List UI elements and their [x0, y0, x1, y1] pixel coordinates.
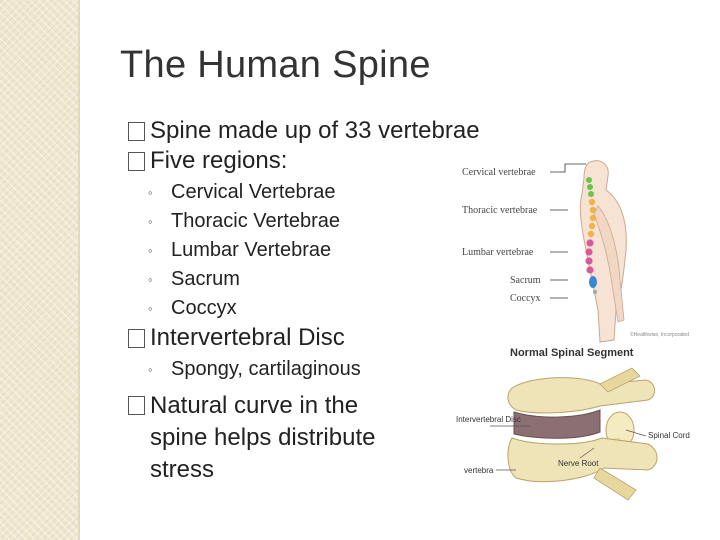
- bullet-text: Spine made up of 33 vertebrae: [150, 117, 480, 144]
- sub-bullet-thoracic: ◦ Thoracic Vertebrae: [128, 207, 548, 236]
- spine-illustration: Cervical vertebrae Thoracic vertebrae Lu…: [462, 160, 689, 343]
- sub-list-disc: ◦ Spongy, cartilaginous: [128, 355, 548, 384]
- lower-vertebra: [507, 437, 658, 483]
- label-lumbar: Lumbar vertebrae: [462, 247, 534, 258]
- bullet-text: Five regions:: [150, 147, 288, 174]
- circle-bullet-icon: ◦: [148, 362, 153, 377]
- label-thoracic: Thoracic vertebrae: [462, 205, 538, 216]
- sub-bullet-text: Coccyx: [171, 297, 237, 319]
- texture-divider: [78, 0, 80, 540]
- bullet-text: Natural curve in the spine helps distrib…: [150, 392, 376, 483]
- bullet-box-icon: [128, 329, 145, 348]
- label-nerve-root: Nerve Root: [558, 459, 599, 468]
- sub-bullet-text: Sacrum: [171, 268, 240, 290]
- sub-bullet-text: Lumbar Vertebrae: [171, 239, 332, 261]
- sub-bullet-spongy: ◦ Spongy, cartilaginous: [128, 355, 548, 384]
- circle-bullet-icon: ◦: [148, 272, 153, 287]
- label-intervertebral-disc-text: Intervertebral Disc: [456, 415, 521, 424]
- sub-list-regions: ◦ Cervical Vertebrae ◦ Thoracic Vertebra…: [128, 178, 548, 323]
- slide-title: The Human Spine: [120, 44, 431, 86]
- label-spinal-cord: Spinal Cord: [648, 431, 690, 440]
- decorative-texture-strip: [0, 0, 78, 540]
- lumbar-segment: [585, 239, 594, 274]
- bullet-spine-vertebrae: Spine made up of 33 vertebrae: [128, 116, 548, 146]
- sub-bullet-text: Spongy, cartilaginous: [171, 358, 361, 380]
- bullet-five-regions: Five regions:: [128, 146, 548, 176]
- sacrum-segment: [589, 276, 597, 288]
- circle-bullet-icon: ◦: [148, 214, 153, 229]
- sub-bullet-coccyx: ◦ Coccyx: [128, 294, 548, 323]
- bullet-box-icon: [128, 122, 145, 141]
- label-intervertebral-disc: Intervertebral Disc: [456, 415, 521, 424]
- circle-bullet-icon: ◦: [148, 243, 153, 258]
- segment-heading: Normal Spinal Segment: [510, 347, 634, 359]
- thoracic-segment: [587, 198, 597, 238]
- arm-silhouette: [593, 205, 625, 323]
- sub-bullet-text: Cervical Vertebrae: [171, 181, 336, 203]
- image-credit: ©Healthwise, Incorporated: [630, 331, 689, 338]
- intervertebral-disc: [513, 409, 601, 439]
- sub-bullet-sacrum: ◦ Sacrum: [128, 265, 548, 294]
- label-cervical: Cervical vertebrae: [462, 167, 536, 178]
- sub-bullet-text: Thoracic Vertebrae: [171, 210, 340, 232]
- sub-bullet-cervical: ◦ Cervical Vertebrae: [128, 178, 548, 207]
- bullet-text: Intervertebral Disc: [150, 324, 345, 351]
- bullet-intervertebral-disc: Intervertebral Disc: [128, 323, 548, 353]
- circle-bullet-icon: ◦: [148, 301, 153, 316]
- bullet-box-icon: [128, 396, 145, 415]
- label-vertebra: vertebra: [464, 466, 494, 475]
- label-sacrum: Sacrum: [510, 275, 541, 286]
- bullet-natural-curve: Natural curve in the spine helps distrib…: [128, 390, 420, 486]
- label-coccyx: Coccyx: [510, 293, 541, 304]
- bullet-box-icon: [128, 152, 145, 171]
- cervical-segment: [586, 177, 594, 197]
- bullet-list: Spine made up of 33 vertebrae Five regio…: [128, 116, 548, 486]
- circle-bullet-icon: ◦: [148, 185, 153, 200]
- coccyx-segment: [593, 290, 597, 294]
- spinal-segment-illustration: Normal Spinal Segment Intervertebral Dis…: [456, 347, 690, 501]
- upper-vertebra: [507, 377, 655, 414]
- sub-bullet-lumbar: ◦ Lumbar Vertebrae: [128, 236, 548, 265]
